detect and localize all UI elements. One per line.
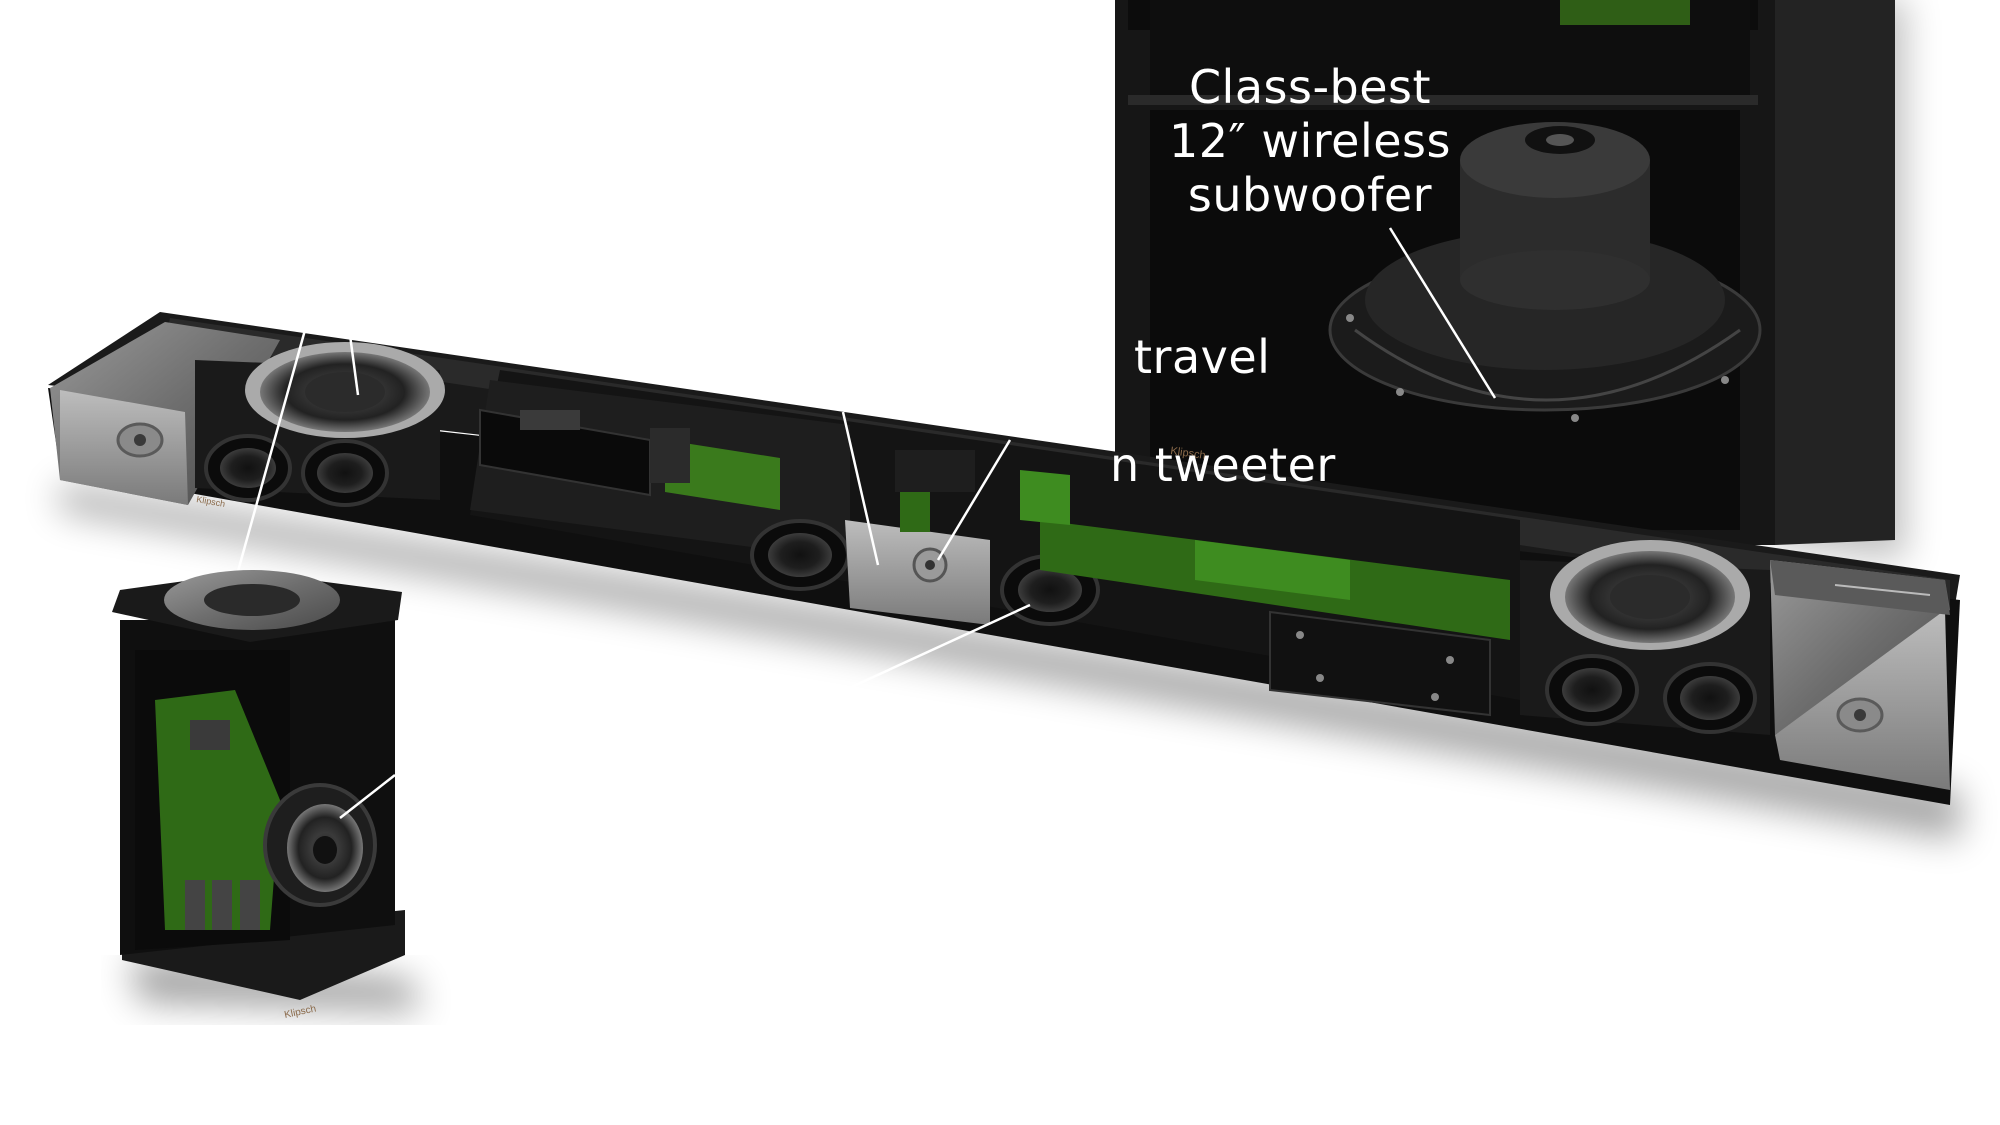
right-electronics xyxy=(1020,470,1510,717)
right-end-cap xyxy=(1770,560,1950,790)
callout-line xyxy=(936,439,1012,561)
right-woofer-module xyxy=(1520,540,1770,735)
tweeter-callout-line-1: travel xyxy=(1134,330,1271,384)
subwoofer: Klipsch xyxy=(1115,0,1905,560)
left-woofer-module xyxy=(195,342,445,507)
callout-line xyxy=(844,603,1031,692)
svg-text:Klipsch: Klipsch xyxy=(283,1003,317,1020)
subwoofer-logo: Klipsch xyxy=(1170,445,1207,462)
soundbar: Klipsch xyxy=(48,312,1960,840)
subwoofer-callout: Class-best 12″ wireless subwoofer xyxy=(1169,60,1451,222)
callout-line xyxy=(841,411,880,566)
left-electronics xyxy=(479,408,780,510)
surround-speaker: Klipsch xyxy=(112,570,420,1021)
tweeter-callout: travel n tweeter xyxy=(1110,276,1350,546)
tweeter-callout-line-2: n tweeter xyxy=(1110,438,1336,492)
subwoofer-callout-line xyxy=(1388,227,1497,399)
callout-line xyxy=(228,329,307,601)
callout-line xyxy=(348,334,360,396)
callout-line xyxy=(339,774,396,819)
svg-text:Klipsch: Klipsch xyxy=(196,494,226,509)
